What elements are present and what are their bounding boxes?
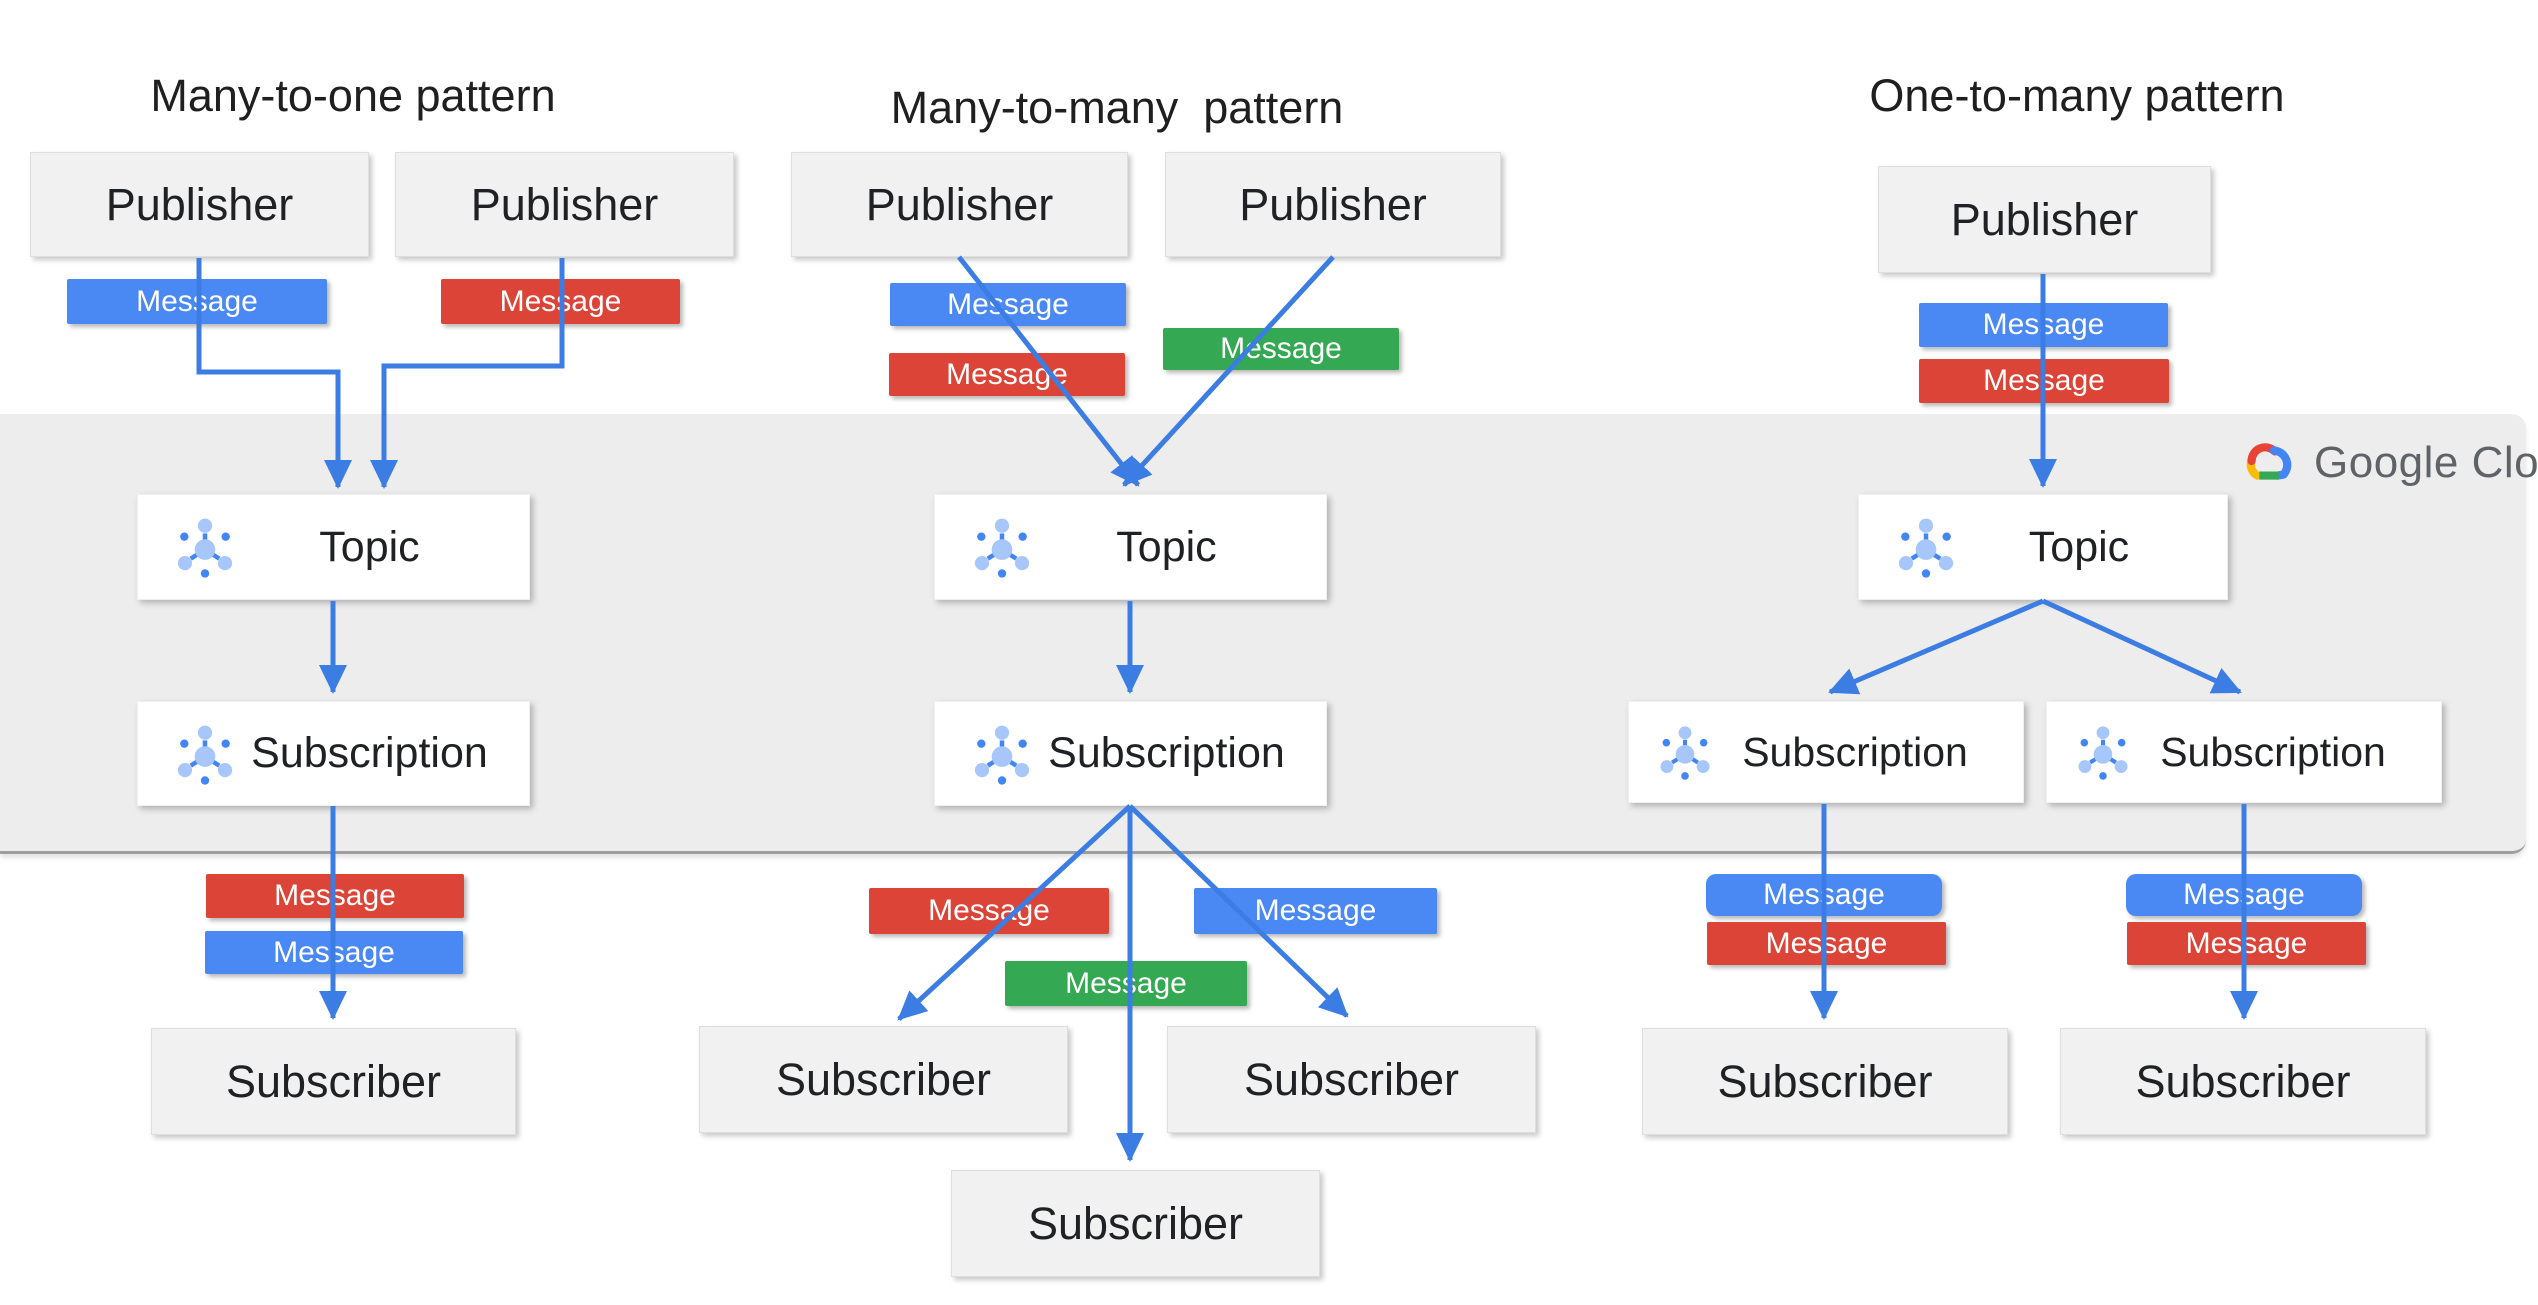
- message-label: Message: [1763, 878, 1885, 911]
- p2-subscriber-left-label: Subscriber: [775, 1053, 992, 1105]
- p2-publisher-1: Publisher: [791, 152, 1128, 257]
- p3-topic: Topic: [1858, 494, 2228, 600]
- message-label: Message: [1220, 332, 1342, 365]
- message-label: Message: [1254, 894, 1377, 927]
- p3-message-red-top: Message: [1919, 359, 2169, 403]
- p3-subscription-right: Subscription: [2046, 701, 2442, 803]
- p1-subscription: Subscription: [137, 701, 530, 806]
- p3-subscriber-right-label: Subscriber: [2135, 1055, 2351, 1107]
- p3-message-blue-top: Message: [1919, 303, 2168, 347]
- message-label: Message: [1982, 308, 2105, 341]
- p2-message-blue-bottom: Message: [1194, 888, 1437, 934]
- p2-subscriber-right-label: Subscriber: [1243, 1053, 1460, 1105]
- p3-subscription-left-label: Subscription: [1742, 728, 1968, 775]
- pubsub-icon: [177, 725, 233, 785]
- message-label: Message: [499, 284, 622, 318]
- p2-topic: Topic: [934, 494, 1327, 600]
- p1-topic-label: Topic: [319, 522, 420, 571]
- p1-message-red-bottom: Message: [206, 874, 464, 918]
- p1-subscription-label: Subscription: [251, 729, 488, 777]
- p1-publisher-2-label: Publisher: [470, 178, 659, 230]
- p1-subscriber-label: Subscriber: [225, 1055, 442, 1107]
- p2-subscriber-left: Subscriber: [699, 1026, 1068, 1133]
- p2-message-blue-top: Message: [890, 283, 1126, 326]
- p1-message-red-top: Message: [441, 279, 680, 324]
- p2-publisher-1-label: Publisher: [865, 178, 1054, 230]
- p3-message-red-bottom-left: Message: [1707, 922, 1946, 965]
- p2-subscriber-bottom-label: Subscriber: [1027, 1197, 1244, 1249]
- p3-topic-label: Topic: [2028, 522, 2130, 571]
- p1-message-blue-bottom: Message: [205, 931, 463, 974]
- p2-message-red-top: Message: [889, 353, 1125, 396]
- p3-message-red-bottom-right: Message: [2127, 922, 2366, 965]
- message-label: Message: [1983, 364, 2105, 397]
- pubsub-icon: [1660, 726, 1710, 780]
- p2-publisher-2: Publisher: [1165, 152, 1501, 257]
- message-label: Message: [136, 284, 258, 318]
- p2-subscriber-right: Subscriber: [1167, 1026, 1536, 1133]
- p1-message-blue-top: Message: [67, 279, 327, 324]
- p3-publisher: Publisher: [1878, 166, 2211, 273]
- p2-topic-label: Topic: [1116, 522, 1217, 571]
- message-label: Message: [274, 879, 396, 912]
- p3-subscriber-left-label: Subscriber: [1717, 1055, 1933, 1107]
- p1-publisher-1-label: Publisher: [105, 178, 294, 230]
- message-label: Message: [1065, 966, 1187, 1000]
- p3-subscription-left: Subscription: [1628, 701, 2024, 803]
- p1-publisher-2: Publisher: [395, 152, 734, 257]
- p3-subscriber-left: Subscriber: [1642, 1028, 2008, 1135]
- pubsub-icon: [177, 518, 233, 578]
- title-one-to-many: One-to-many pattern: [1869, 70, 2285, 121]
- google-cloud-icon: [2246, 443, 2292, 480]
- message-label: Message: [273, 935, 395, 969]
- p3-publisher-label: Publisher: [1950, 193, 2139, 245]
- pubsub-icon: [974, 725, 1030, 785]
- p1-subscriber: Subscriber: [151, 1028, 516, 1135]
- title-many-to-one: Many-to-one pattern: [150, 70, 556, 121]
- message-label: Message: [947, 287, 1069, 321]
- p2-publisher-2-label: Publisher: [1239, 178, 1427, 230]
- p3-message-blue-bottom-right: Message: [2126, 874, 2362, 916]
- pubsub-icon: [2078, 726, 2128, 780]
- message-label: Message: [2185, 926, 2308, 960]
- p3-subscription-right-label: Subscription: [2160, 728, 2386, 775]
- p2-message-red-bottom: Message: [869, 888, 1109, 934]
- message-label: Message: [946, 357, 1068, 391]
- p1-publisher-1: Publisher: [30, 152, 369, 257]
- p2-subscription: Subscription: [934, 701, 1327, 806]
- p3-subscriber-right: Subscriber: [2060, 1028, 2426, 1135]
- p2-subscriber-bottom: Subscriber: [951, 1170, 1320, 1277]
- message-label: Message: [2183, 878, 2305, 911]
- pubsub-icon: [974, 518, 1030, 578]
- p2-message-green-top: Message: [1163, 328, 1399, 370]
- p3-message-blue-bottom-left: Message: [1706, 874, 1942, 916]
- pubsub-icon: [1898, 518, 1954, 578]
- google-cloud-wordmark: Google Cloud: [2314, 438, 2538, 487]
- google-cloud-logo: Google Cloud: [2240, 438, 2538, 488]
- p2-subscription-label: Subscription: [1048, 729, 1285, 777]
- title-many-to-many: Many-to-many pattern: [890, 82, 1344, 133]
- message-label: Message: [1765, 926, 1888, 960]
- message-label: Message: [928, 894, 1050, 927]
- p1-topic: Topic: [137, 494, 530, 600]
- p2-message-green-bottom: Message: [1005, 961, 1247, 1006]
